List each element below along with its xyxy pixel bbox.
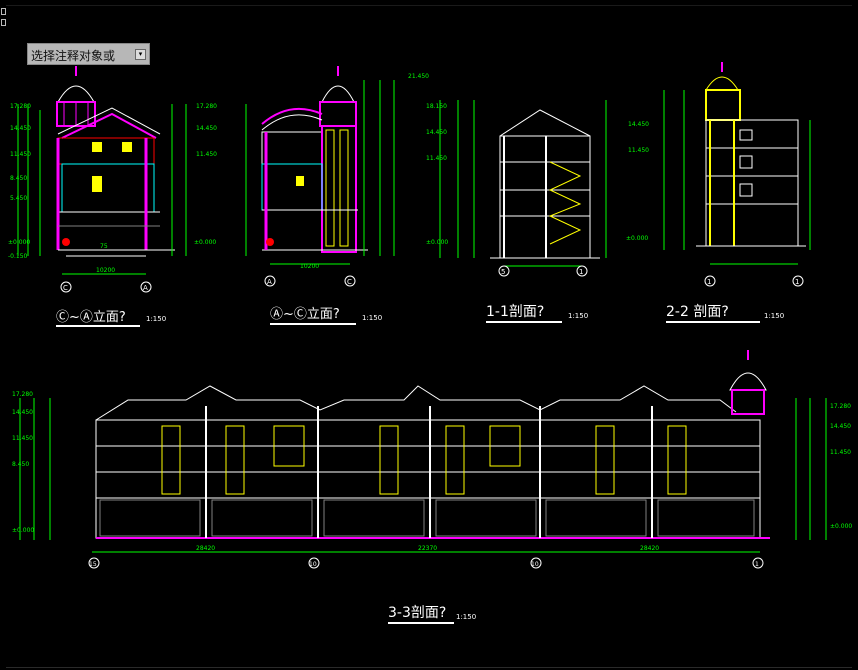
elevation-a-c xyxy=(245,66,395,265)
dim-10200: 10200 xyxy=(96,267,115,274)
prompt-text: 选择注释对象或 xyxy=(31,49,116,63)
level-11450-e: 11.450 xyxy=(12,435,33,442)
level-zero-b: ±0.000 xyxy=(194,239,216,246)
level-17280-b: 17.280 xyxy=(196,103,217,110)
level-neg: -0.150 xyxy=(8,253,28,260)
title-elev-a-c: Ⓐ~Ⓒ立面? xyxy=(270,307,340,322)
title-section-3-3: 3-3剖面? xyxy=(388,605,446,621)
annotation-prompt-box[interactable]: 选择注释对象或 ▾ xyxy=(27,43,150,65)
title-elev-c-a: Ⓒ~Ⓐ立面? xyxy=(56,310,126,325)
level-right-3: 11.450 xyxy=(830,449,851,456)
level-right-2: 14.450 xyxy=(830,423,851,430)
level-14450-c: 14.450 xyxy=(426,129,447,136)
dropdown-arrow-icon[interactable]: ▾ xyxy=(135,49,146,60)
level-14450-b: 14.450 xyxy=(196,125,217,132)
dim-28420: 28420 xyxy=(196,545,215,552)
top-frame-line xyxy=(6,5,852,6)
title-section-1-1: 1-1剖面? xyxy=(486,304,544,320)
axis-bubble-1-1-left: 5 xyxy=(501,268,505,276)
title-section-2-2-scale: 1:150 xyxy=(764,312,784,320)
axis-bubble-2-2-right: 1 xyxy=(795,278,799,286)
axis-bubble-3-3-1: 15 xyxy=(89,561,97,568)
level-zero-e: ±0.000 xyxy=(12,527,34,534)
dim-28420-b: 28420 xyxy=(640,545,659,552)
left-frame-strip xyxy=(0,0,6,670)
level-zero: ±0.000 xyxy=(8,239,30,246)
level-top-b: 21.450 xyxy=(408,73,429,80)
level-5450: 5.450 xyxy=(10,195,27,202)
level-right-1: 17.280 xyxy=(830,403,851,410)
dim-10200-b: 10200 xyxy=(300,263,319,270)
bottom-frame-line xyxy=(6,667,852,668)
level-17280: 17.280 xyxy=(10,103,31,110)
section-1-1 xyxy=(439,100,607,267)
level-right-4: ±0.000 xyxy=(830,523,852,530)
level-zero-d: ±0.000 xyxy=(626,235,648,242)
section-2-2 xyxy=(663,62,811,265)
axis-bubble-a: A xyxy=(143,284,148,292)
level-11450-b: 11.450 xyxy=(196,151,217,158)
level-14450-e: 14.450 xyxy=(12,409,33,416)
axis-bubble-1-1-right: 1 xyxy=(579,268,583,276)
frame-tick xyxy=(1,19,6,26)
level-8450-e: 8.450 xyxy=(12,461,29,468)
level-11450-d: 11.450 xyxy=(628,147,649,154)
level-14450: 14.450 xyxy=(10,125,31,132)
level-8450: 8.450 xyxy=(10,175,27,182)
title-elev-c-a-scale: 1:150 xyxy=(146,315,166,323)
title-elev-a-c-scale: 1:150 xyxy=(362,314,382,322)
level-14450-d: 14.450 xyxy=(628,121,649,128)
title-section-3-3-scale: 1:150 xyxy=(456,613,476,621)
axis-bubble-a-2: A xyxy=(267,278,272,286)
level-17280-e: 17.280 xyxy=(12,391,33,398)
section-3-3 xyxy=(19,350,827,553)
axis-bubble-2-2-left: 1 xyxy=(707,278,711,286)
dim-22370: 22370 xyxy=(418,545,437,552)
elevation-c-a xyxy=(17,66,187,275)
frame-tick xyxy=(1,8,6,15)
title-section-1-1-scale: 1:150 xyxy=(568,312,588,320)
title-section-2-2: 2-2 剖面? xyxy=(666,304,729,320)
axis-bubble-3-3-4: 1 xyxy=(755,561,759,568)
axis-bubble-3-3-2: 10 xyxy=(309,561,317,568)
axis-bubble-c: C xyxy=(63,284,68,292)
level-11450: 11.450 xyxy=(10,151,31,158)
level-zero-c: ±0.000 xyxy=(426,239,448,246)
level-18150-c: 18.150 xyxy=(426,103,447,110)
axis-bubble-c-2: C xyxy=(347,278,352,286)
dim-75: 75 xyxy=(100,243,108,250)
level-11450-c: 11.450 xyxy=(426,155,447,162)
axis-bubble-3-3-3: 10 xyxy=(531,561,539,568)
